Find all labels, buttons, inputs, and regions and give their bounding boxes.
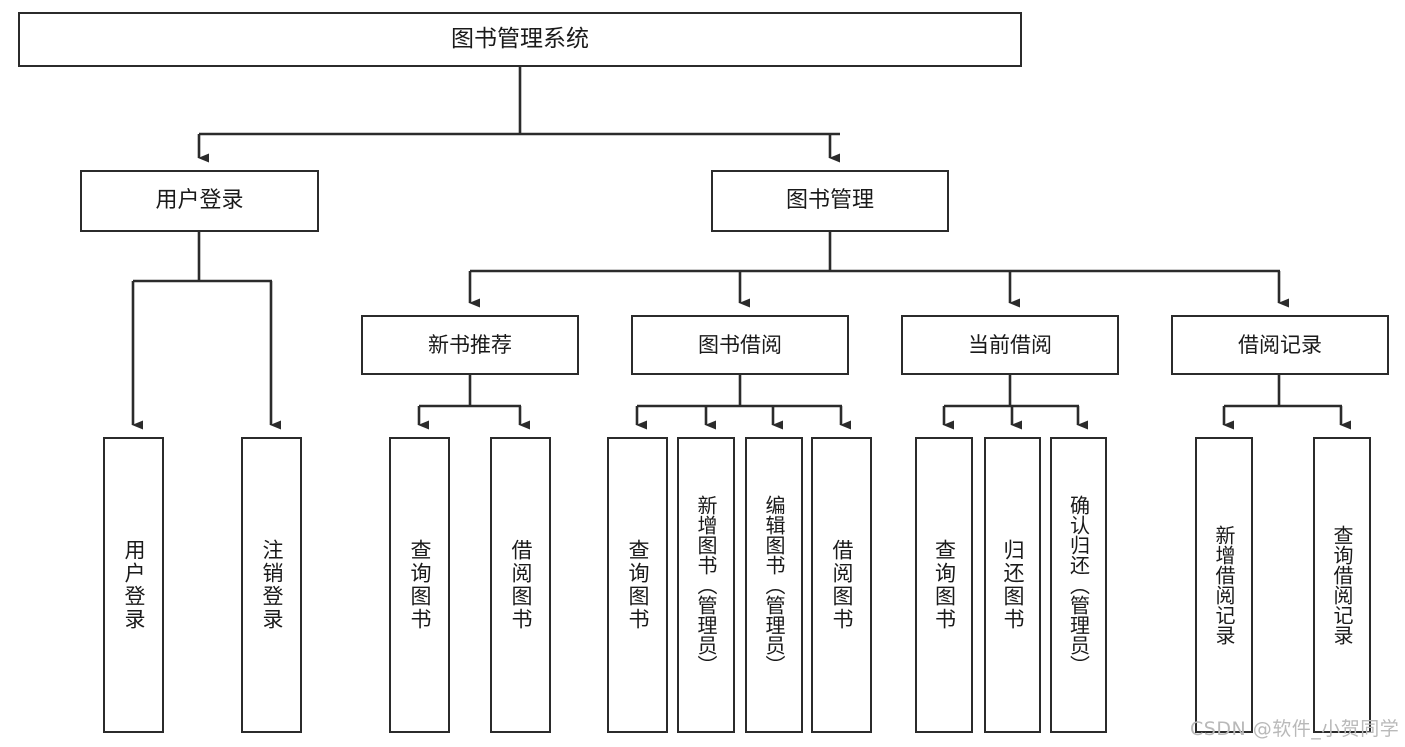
node-leaf-edit-book-admin[interactable]: 编辑图书（管理员）	[745, 437, 803, 733]
node-user-login[interactable]: 用户登录	[80, 170, 319, 232]
node-leaf-logout-label: 注销登录	[260, 539, 284, 631]
node-leaf-query-book-borrow-label: 查询图书	[626, 539, 650, 631]
node-leaf-query-borrow-record[interactable]: 查询借阅记录	[1313, 437, 1371, 733]
node-leaf-borrow-book-recommend[interactable]: 借阅图书	[490, 437, 551, 733]
node-leaf-query-book-borrow[interactable]: 查询图书	[607, 437, 668, 733]
node-leaf-logout[interactable]: 注销登录	[241, 437, 302, 733]
node-leaf-confirm-return-admin-label: 确认归还（管理员）	[1066, 495, 1091, 675]
node-leaf-return-book-label: 归还图书	[1001, 539, 1025, 631]
node-leaf-edit-book-admin-label: 编辑图书（管理员）	[762, 495, 786, 675]
node-leaf-user-login[interactable]: 用户登录	[103, 437, 164, 733]
node-borrow-record[interactable]: 借阅记录	[1171, 315, 1389, 375]
node-borrow-record-label: 借阅记录	[1238, 332, 1322, 357]
node-book-borrow-label: 图书借阅	[698, 332, 782, 357]
node-leaf-confirm-return-admin[interactable]: 确认归还（管理员）	[1050, 437, 1107, 733]
node-leaf-add-borrow-record-label: 新增借阅记录	[1212, 525, 1236, 645]
node-leaf-query-book-recommend-label: 查询图书	[408, 539, 432, 631]
node-leaf-user-login-label: 用户登录	[122, 539, 146, 631]
node-user-login-label: 用户登录	[155, 188, 244, 214]
node-leaf-add-book-admin[interactable]: 新增图书（管理员）	[677, 437, 735, 733]
node-root-system[interactable]: 图书管理系统	[18, 12, 1022, 67]
node-root-system-label: 图书管理系统	[451, 25, 589, 52]
node-current-borrow[interactable]: 当前借阅	[901, 315, 1119, 375]
node-leaf-query-book-current-label: 查询图书	[932, 539, 957, 631]
node-leaf-add-borrow-record[interactable]: 新增借阅记录	[1195, 437, 1253, 733]
node-current-borrow-label: 当前借阅	[968, 332, 1052, 357]
node-leaf-add-book-admin-label: 新增图书（管理员）	[694, 495, 718, 675]
node-new-book-recommend[interactable]: 新书推荐	[361, 315, 579, 375]
node-leaf-query-book-recommend[interactable]: 查询图书	[389, 437, 450, 733]
node-book-borrow[interactable]: 图书借阅	[631, 315, 849, 375]
node-leaf-borrow-book-recommend-label: 借阅图书	[509, 539, 533, 631]
node-new-book-recommend-label: 新书推荐	[428, 332, 512, 357]
node-leaf-query-borrow-record-label: 查询借阅记录	[1330, 525, 1354, 645]
node-leaf-borrow-book-label: 借阅图书	[830, 539, 854, 631]
node-book-management[interactable]: 图书管理	[711, 170, 949, 232]
node-leaf-borrow-book[interactable]: 借阅图书	[811, 437, 872, 733]
node-leaf-return-book[interactable]: 归还图书	[984, 437, 1041, 733]
node-leaf-query-book-current[interactable]: 查询图书	[915, 437, 973, 733]
node-book-management-label: 图书管理	[785, 188, 874, 214]
